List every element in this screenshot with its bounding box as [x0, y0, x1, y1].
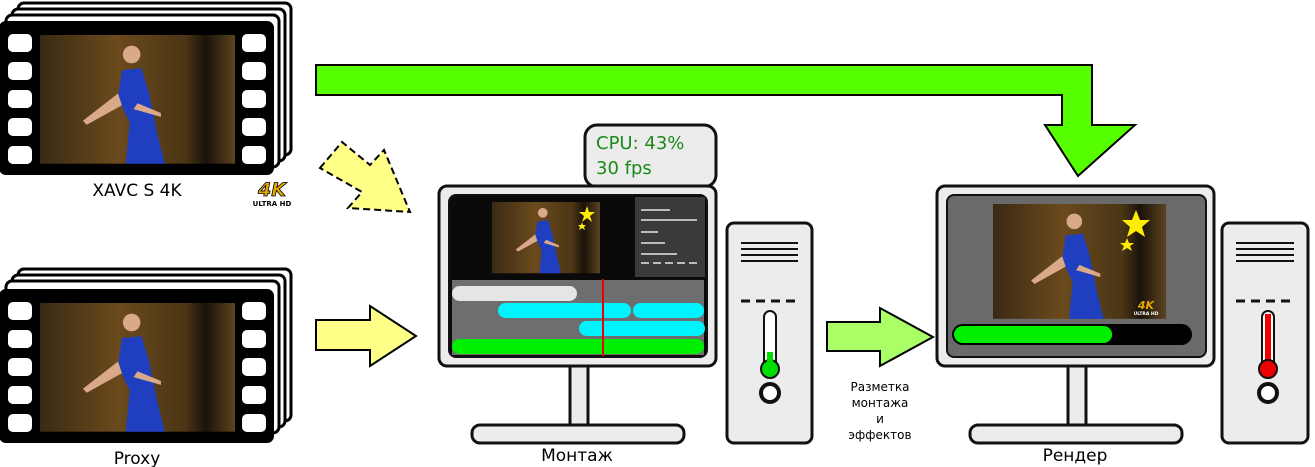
- 4k-ultra-hd-logo: 4K ULTRA HD: [253, 179, 292, 208]
- timeline-clip: [579, 321, 705, 336]
- svg-text:ULTRA HD: ULTRA HD: [1134, 311, 1159, 317]
- edit-to-render-arrow: [826, 306, 936, 368]
- star-icon: [579, 206, 595, 222]
- edit-station-label: Монтаж: [541, 446, 613, 466]
- cpu-usage-text: CPU: 43%: [596, 133, 684, 154]
- proxy-footage-stack: [0, 267, 293, 443]
- svg-text:ULTRA HD: ULTRA HD: [253, 200, 292, 208]
- star-icon: [1120, 238, 1134, 251]
- star-icon: [578, 222, 586, 230]
- proxy-label: Proxy: [114, 449, 161, 467]
- thermometer-icon: [760, 310, 780, 379]
- original-to-render-arrow: [315, 64, 1138, 178]
- svg-text:и: и: [876, 412, 884, 426]
- render-station-label: Рендер: [1043, 446, 1108, 466]
- cpu-status-box: CPU: 43% 30 fps: [583, 123, 718, 189]
- svg-text:Разметка: Разметка: [851, 380, 910, 394]
- power-button: [759, 382, 781, 404]
- original-footage-stack: [0, 1, 293, 175]
- svg-text:эффектов: эффектов: [848, 428, 911, 442]
- svg-text:монтажа: монтажа: [852, 396, 909, 410]
- edit-markup-caption: Разметка монтажа и эффектов: [848, 380, 911, 442]
- timeline-clip: [498, 303, 631, 318]
- svg-text:4K: 4K: [1137, 299, 1156, 312]
- render-progress-fill: [954, 326, 1113, 343]
- timeline-clip: [452, 339, 704, 354]
- original-format-label: XAVC S 4K: [92, 181, 182, 201]
- timeline-clip: [633, 303, 704, 318]
- svg-text:4K: 4K: [257, 179, 287, 201]
- proxy-to-edit-arrow: [315, 304, 418, 368]
- fps-text: 30 fps: [596, 158, 652, 179]
- edit-computer-tower: [725, 221, 814, 445]
- star-icon: [1122, 210, 1150, 237]
- render-4k-logo: 4K ULTRA HD: [1134, 299, 1159, 317]
- edit-monitor: [437, 184, 718, 445]
- power-button: [1257, 382, 1279, 404]
- thermometer-hot-icon: [1258, 310, 1278, 379]
- original-to-edit-dashed-arrow: [318, 140, 412, 214]
- render-computer-tower: [1220, 221, 1310, 445]
- timeline-clip: [452, 286, 577, 301]
- render-monitor: 4K ULTRA HD: [935, 184, 1216, 445]
